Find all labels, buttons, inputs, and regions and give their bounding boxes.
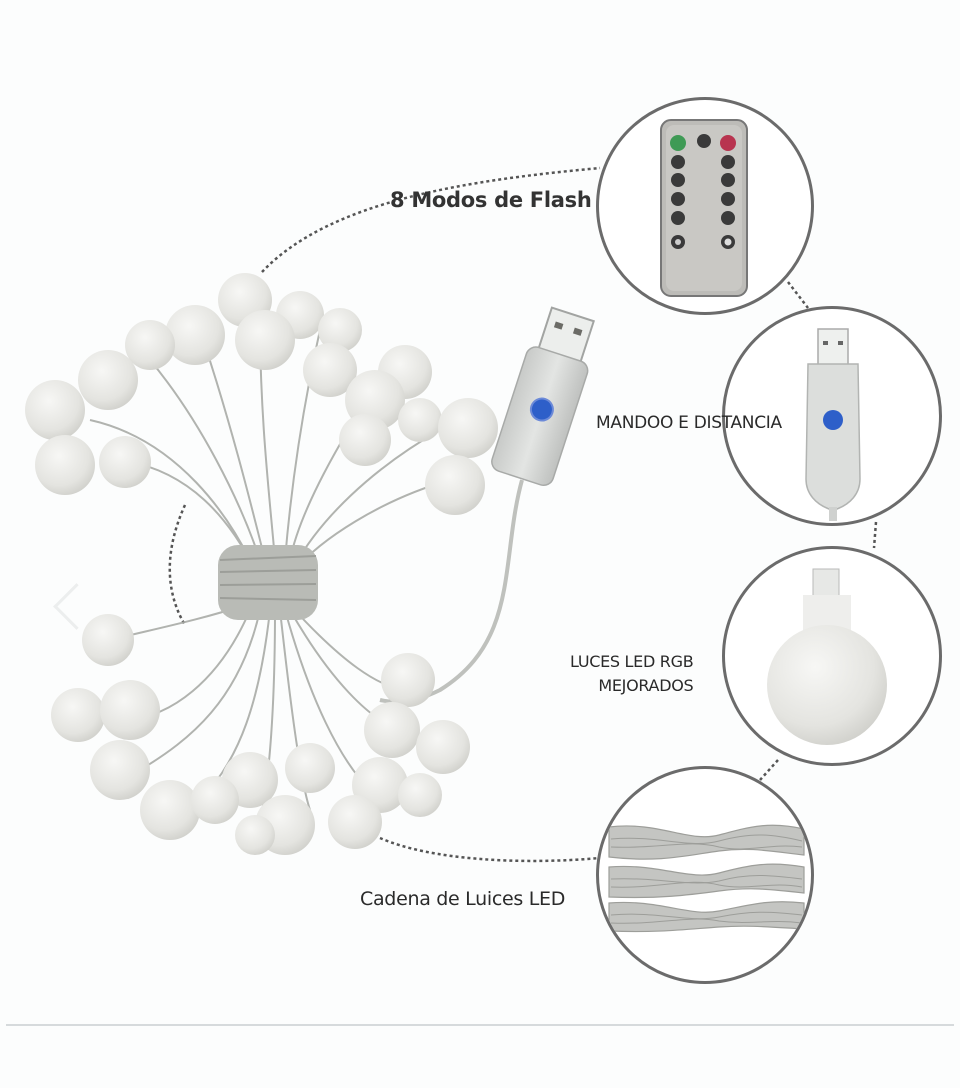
remote-control-callout (596, 97, 814, 315)
carousel-prev-button[interactable] (40, 565, 100, 645)
remote-control-label: MANDOO E DISTANCIA (596, 413, 782, 433)
flash-modes-label: 8 Modos de Flash (390, 188, 592, 212)
rgb-leds-label-line2: MEJORADOS (598, 676, 694, 695)
wire-callout (596, 766, 814, 984)
usb-controller-icon (805, 328, 861, 521)
rgb-leds-label-line1: LUCES LED RGB (570, 652, 694, 671)
twisted-wire-icon (608, 824, 805, 933)
usb-controller-callout (722, 306, 942, 526)
led-string-label: Cadena de Luices LED (360, 888, 566, 910)
remote-control-icon (660, 119, 748, 297)
divider (6, 1024, 954, 1026)
rgb-leds-label: LUCES LED RGB MEJORADOS (570, 650, 694, 698)
led-bulb-icon (767, 568, 887, 745)
led-bulb-callout (722, 546, 942, 766)
